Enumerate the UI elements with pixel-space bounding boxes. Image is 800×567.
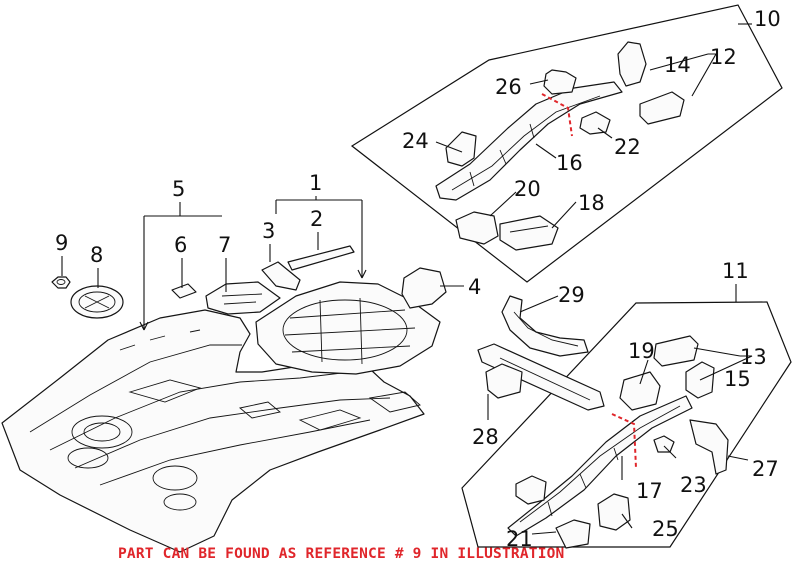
extension-19 <box>619 371 661 411</box>
callout-28: 28 <box>472 425 499 449</box>
leader-lines <box>61 23 753 535</box>
cut-line-lower <box>611 413 637 469</box>
callout-4: 4 <box>468 275 481 299</box>
callout-9: 9 <box>55 231 68 255</box>
callout-11: 11 <box>722 259 749 283</box>
nut-9 <box>51 276 71 289</box>
bracket-24 <box>445 131 477 167</box>
callout-10: 10 <box>754 7 781 31</box>
crossmember-28 <box>477 343 605 411</box>
bracket-23 <box>653 435 675 453</box>
callout-14: 14 <box>664 53 691 77</box>
plug-8 <box>70 285 124 319</box>
callout-21: 21 <box>506 527 533 551</box>
extension-27 <box>689 419 729 475</box>
reinforcement-21 <box>555 519 591 549</box>
bracket-12 <box>639 91 685 125</box>
assembly-box-11 <box>461 301 792 548</box>
callout-20: 20 <box>514 177 541 201</box>
bracket-13-piece <box>653 335 699 367</box>
assembly-box-10 <box>350 4 783 283</box>
callout-3: 3 <box>262 219 275 243</box>
callout-5: 5 <box>172 177 185 201</box>
callout-23: 23 <box>680 473 707 497</box>
extension-14 <box>617 41 647 87</box>
bracket-clip-3 <box>261 261 301 291</box>
callout-19: 19 <box>628 339 655 363</box>
rear-side-member-16 <box>435 81 623 201</box>
bracket-17-lower <box>515 475 547 505</box>
seat-bracket-7 <box>205 281 281 315</box>
callout-labels: 1 2 3 4 5 6 7 8 9 10 11 12 13 14 15 16 1… <box>55 7 781 551</box>
callout-16: 16 <box>556 151 583 175</box>
wheelhouse-29 <box>501 295 589 357</box>
callout-1: 1 <box>309 171 322 195</box>
callout-15: 15 <box>724 367 751 391</box>
callout-25: 25 <box>652 517 679 541</box>
reinforcement-20 <box>455 211 499 245</box>
callout-27: 27 <box>752 457 779 481</box>
rear-side-member-17 <box>507 395 693 537</box>
footer-reference-note: PART CAN BE FOUND AS REFERENCE # 9 IN IL… <box>118 546 565 562</box>
floor-crossmember <box>287 245 355 271</box>
callout-13: 13 <box>740 345 767 369</box>
bracket-4 <box>401 267 447 309</box>
callout-17: 17 <box>636 479 663 503</box>
bracket-18 <box>499 215 559 251</box>
bracket-6 <box>171 283 197 299</box>
callout-29: 29 <box>558 283 585 307</box>
callout-22: 22 <box>614 135 641 159</box>
callout-6: 6 <box>174 233 187 257</box>
callout-26: 26 <box>495 75 522 99</box>
callout-2: 2 <box>310 207 323 231</box>
extension-26 <box>543 69 577 95</box>
callout-7: 7 <box>218 233 231 257</box>
callout-24: 24 <box>402 129 429 153</box>
callout-8: 8 <box>90 243 103 267</box>
callout-12: 12 <box>710 45 737 69</box>
cut-line-upper <box>541 93 573 137</box>
bracket-25 <box>597 493 631 531</box>
bracket-22 <box>579 111 611 135</box>
callout-18: 18 <box>578 191 605 215</box>
spare-wheel-panel <box>255 281 441 375</box>
